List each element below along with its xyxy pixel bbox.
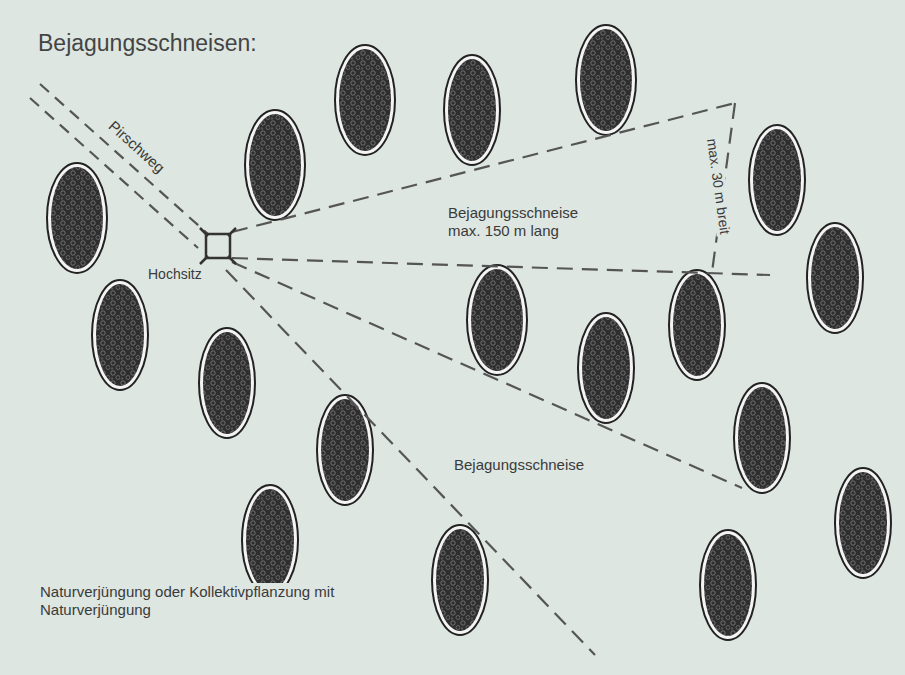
tree-outline (578, 313, 634, 423)
tree-outline (835, 468, 891, 578)
tree-crown (738, 387, 786, 489)
tree-outline (335, 45, 395, 155)
tree-crown (51, 167, 103, 269)
hunting-lanes (226, 103, 770, 655)
tree-outline (669, 270, 725, 380)
tree-crown (448, 59, 496, 161)
tree-crown (673, 274, 721, 376)
tree-outline (47, 163, 107, 273)
tree-crown (246, 489, 294, 591)
tree-crown (436, 529, 484, 631)
lane-label: Bejagungsschneise (452, 456, 586, 474)
tree-crown (582, 317, 630, 419)
tree-outline (444, 55, 500, 165)
lane-label: Bejagungsschneise max. 150 m lang (446, 204, 600, 240)
tree-outline (432, 525, 488, 635)
tree-outline (734, 383, 790, 493)
tree-crown (580, 29, 632, 131)
tree-crown (704, 534, 752, 636)
tree-crown (811, 227, 859, 329)
tree-crown (471, 269, 523, 371)
tree-outline (199, 328, 255, 438)
tree-outline (807, 223, 863, 333)
stalking-path (30, 84, 208, 248)
tree-crown (321, 399, 369, 501)
tree-outline (749, 125, 805, 235)
seat-label: Hochsitz (146, 266, 204, 283)
tree-group (47, 25, 891, 640)
tree-outline (242, 485, 298, 595)
note-text: Naturverjüngung oder Kollektivpflanzung … (38, 583, 342, 619)
tree-outline (92, 280, 148, 390)
tree-outline (245, 110, 305, 220)
width-label: max. 30 m breit (703, 135, 734, 237)
tree-crown (203, 332, 251, 434)
tree-outline (317, 395, 373, 505)
tree-crown (96, 284, 144, 386)
diagram-title: Bejagungsschneisen: (38, 30, 257, 58)
tree-outline (576, 25, 636, 135)
tree-crown (339, 49, 391, 151)
tree-crown (249, 114, 301, 216)
high-seat-symbol (200, 228, 236, 264)
tree-crown (753, 129, 801, 231)
tree-outline (467, 265, 527, 375)
tree-outline (700, 530, 756, 640)
tree-crown (839, 472, 887, 574)
